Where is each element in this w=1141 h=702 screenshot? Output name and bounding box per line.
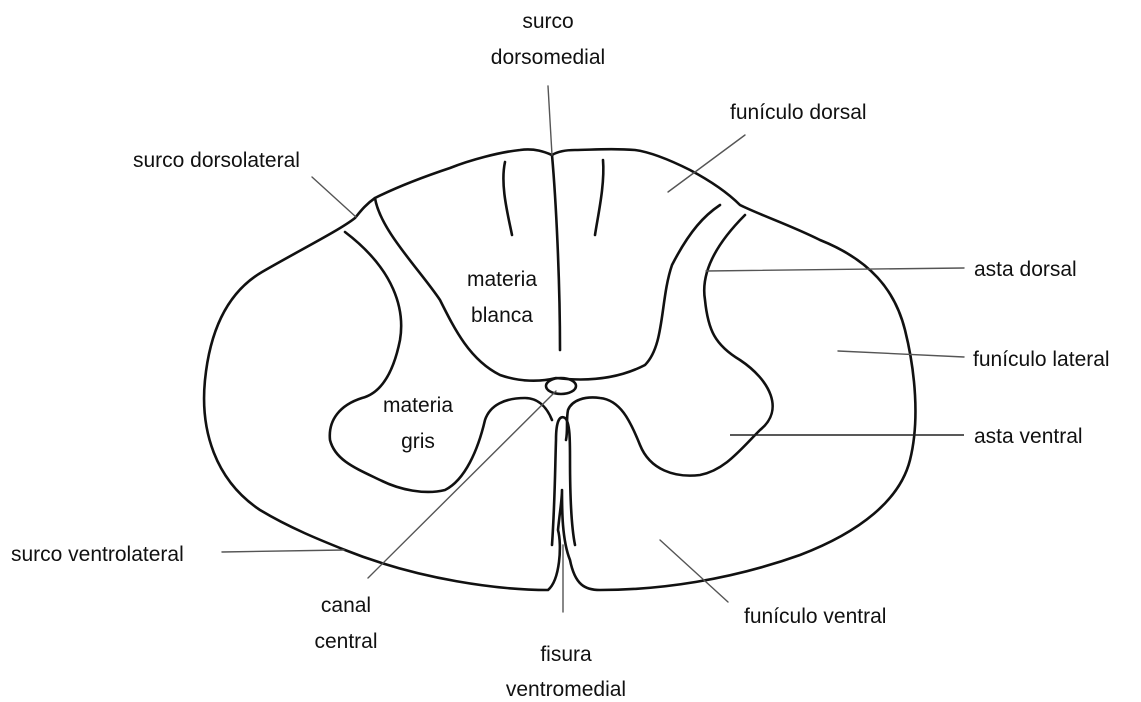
dorsal-intermediate-septum-left xyxy=(503,162,512,235)
label-surco-dorsomedial-line1: surco xyxy=(522,10,573,33)
label-funiculo-dorsal: funículo dorsal xyxy=(730,101,867,124)
leader-surco-dorsolateral xyxy=(312,177,356,217)
label-materia-gris-line1: materia xyxy=(383,394,453,417)
label-materia-blanca-line1: materia xyxy=(467,268,537,291)
gray-matter-outline xyxy=(330,198,773,492)
leader-funiculo-ventral xyxy=(660,540,728,602)
label-surco-dorsomedial-line2: dorsomedial xyxy=(491,46,605,69)
leader-asta-dorsal xyxy=(706,268,964,271)
leader-canal-central xyxy=(368,391,556,578)
leader-funiculo-lateral xyxy=(838,351,964,357)
label-materia-blanca-line2: blanca xyxy=(471,304,533,327)
label-funiculo-ventral: funículo ventral xyxy=(744,605,886,628)
dorsal-median-septum xyxy=(552,155,560,350)
label-fisura-ventromedial-line2: ventromedial xyxy=(506,678,626,701)
label-materia-gris-line2: gris xyxy=(401,430,435,453)
central-canal xyxy=(546,378,576,394)
dorsal-intermediate-septum-right xyxy=(595,160,603,235)
leader-surco-ventrolateral xyxy=(222,550,344,552)
leader-funiculo-dorsal xyxy=(668,135,745,192)
label-canal-central-line2: central xyxy=(314,630,377,653)
spinal-cord-outline xyxy=(204,149,915,590)
label-surco-ventrolateral: surco ventrolateral xyxy=(11,543,184,566)
label-canal-central-line1: canal xyxy=(321,594,371,617)
label-fisura-ventromedial-line1: fisura xyxy=(540,643,592,666)
label-surco-dorsolateral: surco dorsolateral xyxy=(133,149,300,172)
label-asta-dorsal: asta dorsal xyxy=(974,258,1077,281)
label-funiculo-lateral: funículo lateral xyxy=(973,348,1110,371)
label-asta-ventral: asta ventral xyxy=(974,425,1083,448)
leader-surco-dorsomedial xyxy=(548,86,552,155)
